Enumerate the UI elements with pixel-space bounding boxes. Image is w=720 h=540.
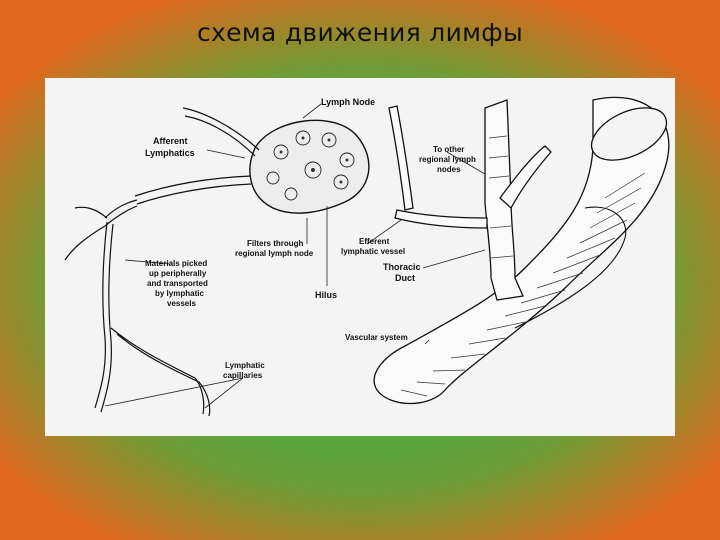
label-materials-line1: Materials picked: [145, 259, 207, 268]
label-filters-line1: Filters through: [247, 239, 304, 248]
label-vascular-system: Vascular system: [345, 333, 408, 342]
label-capillaries-line2: capillaries: [223, 371, 263, 380]
label-lymph-node: Lymph Node: [321, 97, 375, 107]
vascular-vessel: [374, 97, 674, 403]
label-afferent-line1: Afferent: [153, 136, 188, 146]
label-to-other-line1: To other: [433, 145, 464, 154]
label-materials-line5: vessels: [167, 299, 196, 308]
label-thoracic-line2: Duct: [395, 273, 415, 283]
label-to-other-line3: nodes: [437, 165, 461, 174]
label-thoracic-line1: Thoracic: [383, 262, 421, 272]
label-efferent-line1: Efferent: [359, 237, 390, 246]
slide-title: схема движения лимфы: [0, 18, 720, 47]
diagram-panel: Lymph Node Afferent Lymphatics To other …: [45, 78, 675, 436]
label-to-other-line2: regional lymph: [419, 155, 476, 164]
lymph-flow-diagram: Lymph Node Afferent Lymphatics To other …: [45, 78, 675, 436]
label-afferent-line2: Lymphatics: [145, 148, 195, 158]
label-hilus: Hilus: [315, 290, 337, 300]
label-capillaries-line1: Lymphatic: [225, 361, 265, 370]
label-materials-line3: and transported: [147, 279, 208, 288]
label-materials-line2: up peripherally: [149, 269, 207, 278]
label-materials-line4: by lymphatic: [155, 289, 204, 298]
label-efferent-line2: lymphatic vessel: [341, 247, 405, 256]
lymph-node: [250, 120, 369, 213]
label-filters-line2: regional lymph node: [235, 249, 314, 258]
